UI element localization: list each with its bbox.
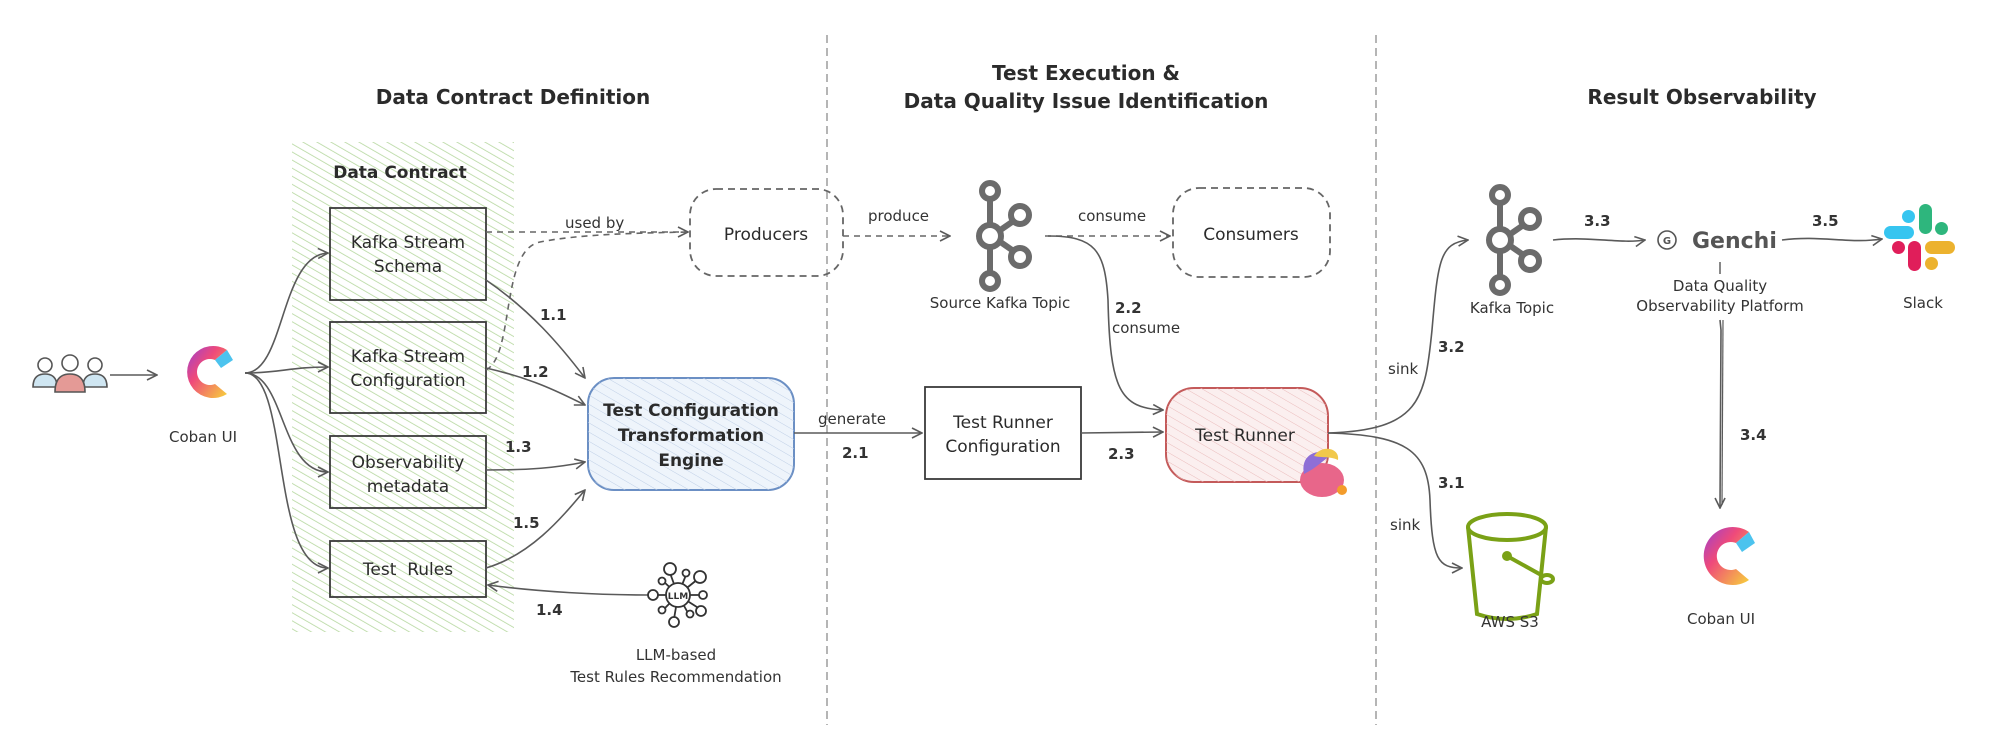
slack-label: Slack [1903, 294, 1943, 312]
genchi-badge: G [1663, 236, 1671, 247]
edge-label-sink-3-2: sink [1388, 360, 1418, 378]
users-group-icon [32, 354, 108, 393]
edge-coban-to-schema [244, 253, 328, 374]
edge-label-1-2: 1.2 [522, 363, 549, 381]
edge-coban-to-observability [244, 372, 328, 472]
section-title-execution-line2: Data Quality Issue Identification [904, 89, 1269, 113]
edge-config-used-by-producers [485, 231, 689, 371]
edge-2-3 [1080, 432, 1163, 433]
edge-label-sink-3-1: sink [1390, 516, 1420, 534]
source-kafka-topic-label: Source Kafka Topic [930, 294, 1070, 312]
box-label: metadata [367, 477, 449, 497]
box-label: Kafka Stream [351, 233, 465, 253]
box-label: Configuration [350, 371, 465, 391]
genchi-logo-icon [1657, 230, 1677, 250]
engine-label: Engine [658, 451, 723, 471]
kafka-topic-label: Kafka Topic [1470, 299, 1554, 317]
edge-3-4 [1720, 319, 1721, 508]
coban-logo-icon [187, 346, 233, 398]
consumers-label: Consumers [1203, 225, 1299, 245]
edge-label-3-1: 3.1 [1438, 474, 1465, 492]
edge-1-2 [485, 367, 585, 405]
edge-label-consume: consume [1078, 207, 1146, 225]
box-label: Observability [352, 453, 465, 473]
edge-label-1-5: 1.5 [513, 514, 540, 532]
box-label: Schema [374, 257, 442, 277]
section-title-definition: Data Contract Definition [376, 85, 651, 109]
edge-1-1 [485, 279, 585, 378]
edge-3-4-double [1721, 319, 1724, 506]
edge-label-produce: produce [868, 207, 929, 225]
box-kafka-stream-configuration[interactable]: Kafka Stream Configuration [329, 321, 487, 414]
edge-3-5 [1781, 238, 1882, 240]
edge-2-2 [1047, 235, 1163, 410]
box-kafka-stream-schema[interactable]: Kafka Stream Schema [329, 207, 487, 301]
kafka-topic-icon [1486, 184, 1542, 296]
edge-1-4 [488, 585, 649, 596]
edge-1-3 [485, 462, 585, 471]
engine-label: Test Configuration [603, 401, 779, 421]
test-runner-configuration[interactable]: Test Runner Configuration [924, 386, 1082, 480]
runner-config-label: Test Runner [952, 413, 1053, 433]
edge-label-3-2: 3.2 [1438, 338, 1465, 356]
producers-node[interactable]: Producers [689, 188, 844, 277]
section-title-execution-line1: Test Execution & [992, 61, 1180, 85]
edge-1-5 [485, 490, 585, 569]
box-label: Kafka Stream [351, 347, 465, 367]
section-title-observability: Result Observability [1587, 85, 1816, 109]
aws-s3-bucket-icon [1466, 512, 1555, 621]
edge-label-2-3: 2.3 [1108, 445, 1135, 463]
edge-label-1-4: 1.4 [536, 601, 563, 619]
aws-s3-label: AWS S3 [1481, 613, 1539, 631]
edge-label-used-by: used by [565, 214, 624, 232]
edge-label-2-2: 2.2 [1115, 299, 1142, 317]
llm-network-icon: LLM [647, 562, 708, 628]
coban-ui-label-right: Coban UI [1687, 610, 1755, 628]
producers-label: Producers [724, 225, 808, 245]
edge-label-3-3: 3.3 [1584, 212, 1611, 230]
genchi-label-line2: Observability Platform [1636, 297, 1803, 315]
edge-label-generate: generate [818, 410, 886, 428]
engine-label: Transformation [618, 426, 764, 446]
edge-coban-to-config [244, 367, 328, 374]
kafka-icon [976, 180, 1032, 292]
flink-squirrel-icon [1300, 448, 1347, 497]
data-contract-title: Data Contract [333, 163, 467, 183]
consumers-node[interactable]: Consumers [1172, 187, 1331, 278]
edge-3-1 [1327, 432, 1462, 568]
llm-label-line2: Test Rules Recommendation [569, 668, 781, 686]
genchi-name: Genchi [1692, 229, 1777, 254]
edge-label-3-5: 3.5 [1812, 212, 1839, 230]
edge-label-2-2-consume: consume [1112, 319, 1180, 337]
test-runner-label: Test Runner [1194, 426, 1295, 446]
box-observability-metadata[interactable]: Observability metadata [329, 435, 487, 509]
edge-3-3 [1552, 239, 1645, 241]
genchi-platform[interactable]: G Genchi [1657, 229, 1777, 254]
runner-config-label: Configuration [945, 437, 1060, 457]
box-test-rules[interactable]: Test Rules [329, 540, 487, 598]
llm-badge-text: LLM [668, 592, 688, 602]
llm-label-line1: LLM-based [636, 646, 716, 664]
edge-label-3-4: 3.4 [1740, 426, 1767, 444]
data-contract-area [292, 142, 514, 632]
edge-label-1-1: 1.1 [540, 306, 567, 324]
coban-logo-icon [1703, 527, 1755, 585]
box-label: Test Rules [362, 560, 453, 580]
test-configuration-transformation-engine[interactable]: Test Configuration Transformation Engine [587, 377, 795, 491]
edge-label-1-3: 1.3 [505, 438, 532, 456]
slack-icon [1884, 204, 1955, 271]
edge-3-2 [1327, 240, 1468, 434]
test-runner-node[interactable]: Test Runner [1165, 387, 1329, 483]
edge-coban-to-test-rules [244, 372, 328, 568]
genchi-label-line1: Data Quality [1673, 277, 1767, 295]
coban-ui-label-left: Coban UI [169, 428, 237, 446]
edge-label-2-1: 2.1 [842, 444, 869, 462]
